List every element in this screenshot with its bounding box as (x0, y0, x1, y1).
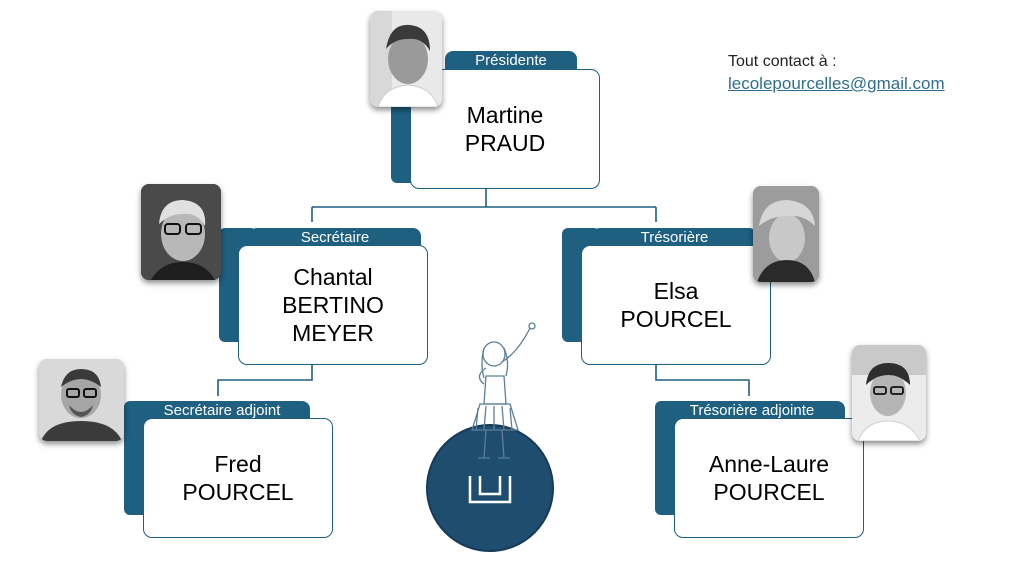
first-name: Fred (214, 451, 262, 477)
first-name: Elsa (653, 278, 699, 304)
photo-assistant-treasurer (852, 345, 926, 441)
photo-secretary (141, 184, 221, 280)
portrait-icon (39, 359, 124, 441)
name-box: Anne-Laure POURCEL (674, 418, 864, 538)
role-label: Trésorière (640, 229, 709, 246)
role-label: Secrétaire (300, 229, 370, 246)
first-name: Anne-Laure (708, 451, 830, 477)
role-tab: Trésorière adjointe (659, 401, 845, 421)
connector-treasurer-to-assistant (655, 364, 750, 396)
connector-secretary-to-assistant (217, 364, 313, 396)
role-label: Secrétaire adjoint (163, 402, 281, 419)
portrait-icon (141, 184, 221, 280)
node-assistant-secretary: Secrétaire adjoint Fred POURCEL (124, 401, 334, 541)
portrait-icon (753, 186, 819, 282)
last-name-2: MEYER (292, 320, 374, 346)
contact-block: Tout contact à : lecolepourcelles@gmail.… (728, 51, 945, 96)
photo-assistant-secretary (39, 359, 124, 441)
node-treasurer: Trésorière Elsa POURCEL (562, 228, 772, 368)
name-box: Chantal BERTINO MEYER (238, 245, 428, 365)
photo-treasurer (753, 186, 819, 282)
role-tab: Secrétaire adjoint (134, 401, 310, 421)
contact-label: Tout contact à : (728, 53, 837, 70)
node-assistant-treasurer: Trésorière adjointe Anne-Laure POURCEL (655, 401, 865, 541)
name-box: Fred POURCEL (143, 418, 333, 538)
contact-email-link[interactable]: lecolepourcelles@gmail.com (728, 74, 945, 93)
role-tab: Présidente (445, 51, 577, 71)
name-box: Elsa POURCEL (581, 245, 771, 365)
role-tab: Trésorière (592, 228, 757, 248)
role-label: Trésorière adjointe (689, 402, 815, 419)
portrait-icon (370, 11, 442, 107)
last-name: POURCEL (713, 479, 825, 505)
reading-girl-mascot-icon (426, 322, 554, 552)
first-name: Chantal (293, 264, 373, 290)
last-name: PRAUD (464, 130, 546, 156)
role-label: Présidente (475, 52, 547, 69)
photo-president (370, 11, 442, 107)
portrait-icon (852, 345, 926, 441)
role-tab: Secrétaire (249, 228, 421, 248)
last-name: BERTINO (282, 292, 384, 318)
last-name: POURCEL (620, 306, 732, 332)
first-name: Martine (466, 102, 544, 128)
last-name: POURCEL (182, 479, 294, 505)
node-secretary: Secrétaire Chantal BERTINO MEYER (219, 228, 429, 368)
